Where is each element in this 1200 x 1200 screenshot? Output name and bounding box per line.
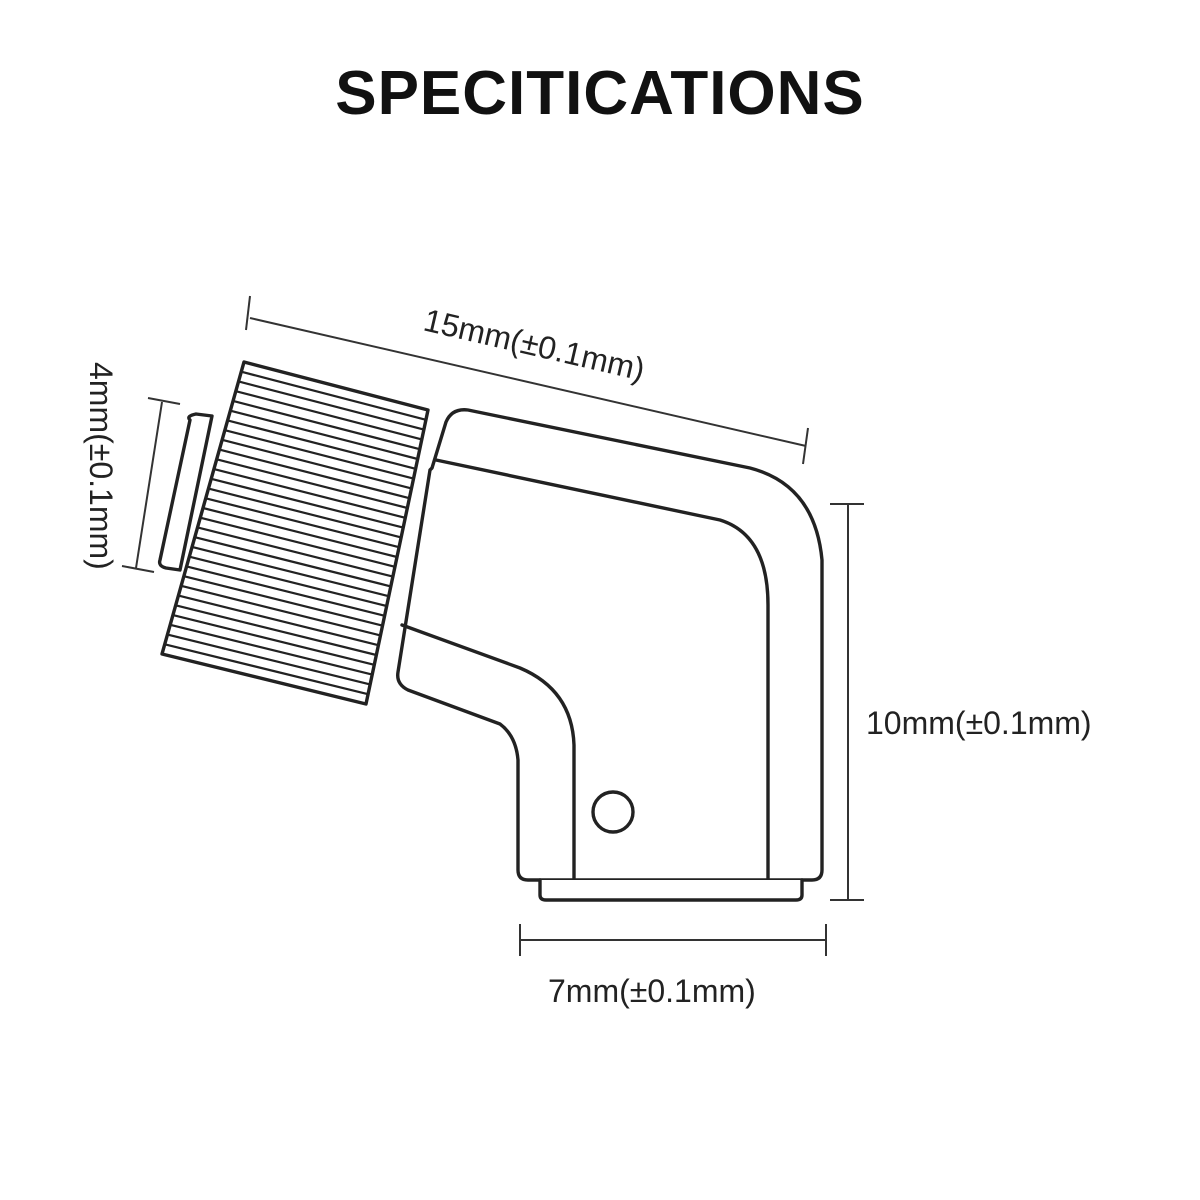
nut-rib <box>172 613 375 666</box>
dimension-length-tick-left <box>245 295 251 331</box>
nut-rib <box>186 565 385 617</box>
nut-rib <box>205 497 400 549</box>
nut-rib <box>180 584 381 637</box>
elbow-inner-bevel-lower <box>400 623 576 880</box>
dimension-length-label: 15mm(±0.1mm) <box>420 302 648 388</box>
nut-rib <box>183 575 383 627</box>
nut-rib <box>232 399 421 451</box>
nut-rib <box>197 526 394 578</box>
nut-ribs <box>164 370 427 696</box>
nut-rib <box>202 506 398 559</box>
elbow-outer-outline <box>396 408 824 882</box>
nut-rib <box>199 516 396 568</box>
nut-rib <box>216 458 408 510</box>
nut-rib <box>175 604 377 657</box>
screw-hole-icon <box>591 790 635 834</box>
nut-rib <box>167 633 371 686</box>
dimension-height-label: 10mm(±0.1mm) <box>866 705 1092 741</box>
bottom-flange <box>538 878 804 902</box>
nut-rib <box>169 623 373 676</box>
dimension-thread-tick-bottom <box>121 565 155 573</box>
dimension-width: 7mm(±0.1mm) <box>519 924 827 1009</box>
nut-rib <box>238 380 425 431</box>
nut-rib <box>227 419 416 470</box>
dimension-length-line <box>249 317 807 447</box>
dimension-thread-label: 4mm(±0.1mm) <box>83 362 119 570</box>
dimension-thread-line <box>135 401 163 569</box>
knurled-nut <box>157 360 430 706</box>
nut-rib <box>213 468 406 519</box>
nut-collar <box>157 412 214 572</box>
nut-rib <box>230 409 418 461</box>
nut-rib <box>178 594 379 647</box>
nut-rib <box>219 448 410 500</box>
nut-rib <box>189 555 387 608</box>
page-title: SPECITICATIONS <box>335 59 865 128</box>
dimension-width-label: 7mm(±0.1mm) <box>548 973 756 1009</box>
nut-rib <box>191 545 390 598</box>
nut-rib <box>240 370 427 421</box>
nut-rib <box>224 429 414 480</box>
nut-rib <box>164 643 369 696</box>
elbow-body <box>396 408 824 902</box>
nut-rib <box>235 390 423 441</box>
nut-rib <box>208 487 402 539</box>
dimension-thread-diameter: 4mm(±0.1mm) <box>83 362 181 573</box>
nut-rib <box>221 438 412 490</box>
nut-rib <box>210 477 404 529</box>
dimension-thread-tick-top <box>147 397 181 405</box>
nut-rib <box>194 536 392 588</box>
elbow-inner-bevel-upper <box>434 458 770 880</box>
dimension-height: 10mm(±0.1mm) <box>830 503 1092 901</box>
